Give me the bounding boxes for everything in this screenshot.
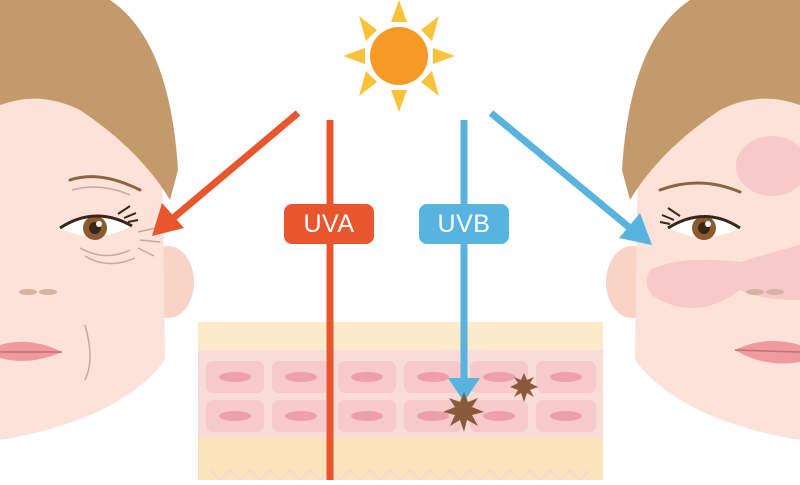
skin-surface-layer	[198, 322, 603, 350]
left-eyelashes	[117, 205, 139, 223]
right-nostril-1	[746, 289, 764, 295]
left-face-aged	[0, 0, 194, 441]
right-eyebrow	[658, 181, 742, 194]
damage-spot-small	[510, 373, 538, 402]
skin-fat-layer	[198, 438, 603, 466]
uvb-label-text: UVB	[437, 210, 491, 238]
right-eyelashes	[659, 207, 681, 225]
left-nostril-2	[39, 289, 57, 295]
left-nostril-1	[19, 289, 37, 295]
skin-cell-layer	[198, 350, 603, 438]
uvb-arrowhead	[619, 213, 652, 245]
cell-nuclei	[219, 372, 582, 421]
uva-label-text: UVA	[303, 210, 355, 238]
uva-rays	[152, 110, 334, 480]
uva-arrowhead	[152, 203, 184, 236]
uvb-arrow-to-face	[488, 110, 633, 231]
starburst-spot-icon	[443, 373, 538, 432]
left-eyebrow	[68, 175, 142, 192]
uvb-label: UVB	[419, 204, 509, 244]
left-eye-highlight	[96, 221, 102, 227]
uvb-rays	[448, 110, 652, 402]
right-nostril-2	[766, 289, 784, 295]
right-face-spotted	[606, 0, 800, 441]
skin-cross-section	[198, 322, 603, 482]
uva-arrow-to-face	[169, 110, 301, 222]
sun-core	[370, 27, 428, 85]
right-forehead-spot	[736, 136, 800, 196]
right-hair	[622, 0, 800, 200]
damage-spot-large	[443, 392, 484, 432]
sun-icon	[343, 0, 455, 112]
right-eye-highlight	[705, 221, 711, 227]
left-eye-lash-line	[59, 214, 133, 230]
uva-label: UVA	[284, 204, 374, 244]
left-hair	[0, 0, 178, 200]
right-lips	[735, 341, 800, 364]
left-wrinkles	[71, 186, 161, 381]
right-eye-lash-line	[667, 215, 741, 230]
right-lip-line	[734, 349, 800, 353]
uvb-arrowhead-down	[448, 378, 480, 402]
sun-rays	[343, 0, 455, 112]
